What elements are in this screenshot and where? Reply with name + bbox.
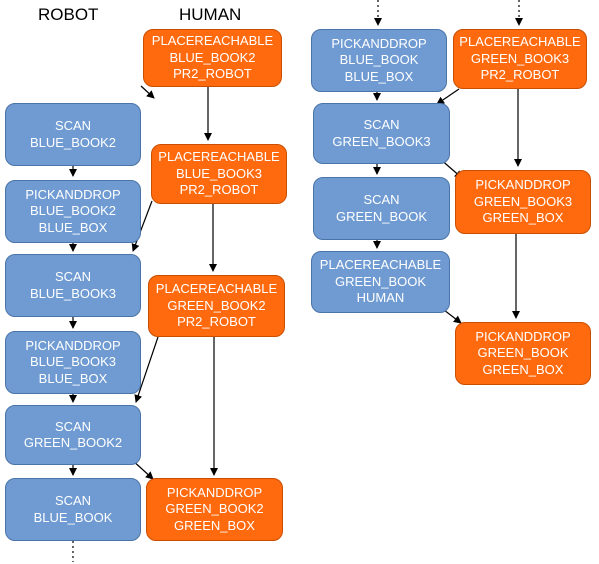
node-label-line: SCAN bbox=[363, 117, 400, 132]
node-label-line: SCAN bbox=[54, 118, 92, 133]
node-label-line: GREEN_BOOK3 bbox=[332, 133, 431, 149]
node-label-line: PICKANDDROP bbox=[25, 186, 121, 202]
node-label-line: HUMAN bbox=[356, 290, 405, 306]
dependency-arrow bbox=[131, 200, 153, 252]
node-label-line: BLUE_BOOK2 bbox=[30, 134, 116, 150]
node-label-line: GREEN_BOX bbox=[482, 361, 564, 377]
node-label-line: PR2_ROBOT bbox=[480, 67, 560, 83]
node-label-line: PICKANDDROP bbox=[166, 484, 263, 500]
node-label-line: PICKANDDROP bbox=[475, 328, 571, 344]
node-label-line: PLACEREACHABLE bbox=[319, 257, 442, 273]
node-label-line: GREEN_BOOK2 bbox=[23, 435, 123, 450]
node-label-line: GREEN_BOOK bbox=[335, 208, 428, 224]
node-label-line: PICKANDDROP bbox=[475, 177, 571, 193]
node-label-line: PLACEREACHABLE bbox=[158, 149, 280, 165]
node-label-line: SCAN bbox=[54, 493, 92, 508]
node-label-line: SCAN bbox=[363, 192, 400, 207]
node-label-line: GREEN_BOX bbox=[482, 210, 564, 226]
node-label-line: BLUE_BOX bbox=[38, 370, 108, 386]
node-label-line: BLUE_BOOK2 bbox=[169, 49, 256, 65]
node-label-line: SCAN bbox=[54, 418, 92, 434]
node-label-line: PICKANDDROP bbox=[331, 35, 427, 51]
node-label-line: BLUE_BOOK bbox=[339, 52, 419, 68]
node-label-line: PR2_ROBOT bbox=[179, 182, 259, 198]
node-label-line: GREEN_BOOK bbox=[477, 345, 569, 361]
node-label-line: GREEN_BOOK bbox=[334, 273, 427, 289]
node-label-line: BLUE_BOOK3 bbox=[30, 285, 116, 301]
node-label-line: BLUE_BOOK bbox=[33, 509, 113, 525]
node-label-line: PR2_ROBOT bbox=[173, 66, 252, 82]
node-label-line: PLACEREACHABLE bbox=[459, 34, 581, 50]
node-label-line: BLUE_BOX bbox=[344, 68, 414, 84]
node-label-line: BLUE_BOX bbox=[38, 219, 108, 235]
node-label-line: PLACEREACHABLE bbox=[151, 33, 274, 49]
dependency-arrow bbox=[134, 336, 159, 403]
node-label-line: GREEN_BOX bbox=[174, 517, 255, 533]
node-label-line: GREEN_BOOK2 bbox=[167, 297, 266, 313]
node-label-line: BLUE_BOOK3 bbox=[176, 165, 262, 181]
node-label-line: BLUE_BOOK3 bbox=[30, 354, 116, 370]
node-label-line: GREEN_BOOK3 bbox=[473, 193, 573, 209]
dependency-arrow bbox=[443, 309, 462, 324]
node-label-line: SCAN bbox=[54, 269, 92, 284]
node-label-line: GREEN_BOOK3 bbox=[470, 50, 570, 66]
dependency-arrow bbox=[436, 88, 460, 105]
node-label-line: PLACEREACHABLE bbox=[155, 281, 278, 297]
robot-column-header: ROBOT bbox=[38, 5, 99, 24]
node-label-line: PR2_ROBOT bbox=[177, 314, 256, 330]
dependency-arrow bbox=[140, 85, 155, 99]
human-column-header: HUMAN bbox=[179, 5, 242, 24]
node-label-line: GREEN_BOOK2 bbox=[165, 501, 264, 517]
node-label-line: PICKANDDROP bbox=[25, 337, 121, 353]
node-label-line: BLUE_BOOK2 bbox=[30, 203, 116, 219]
